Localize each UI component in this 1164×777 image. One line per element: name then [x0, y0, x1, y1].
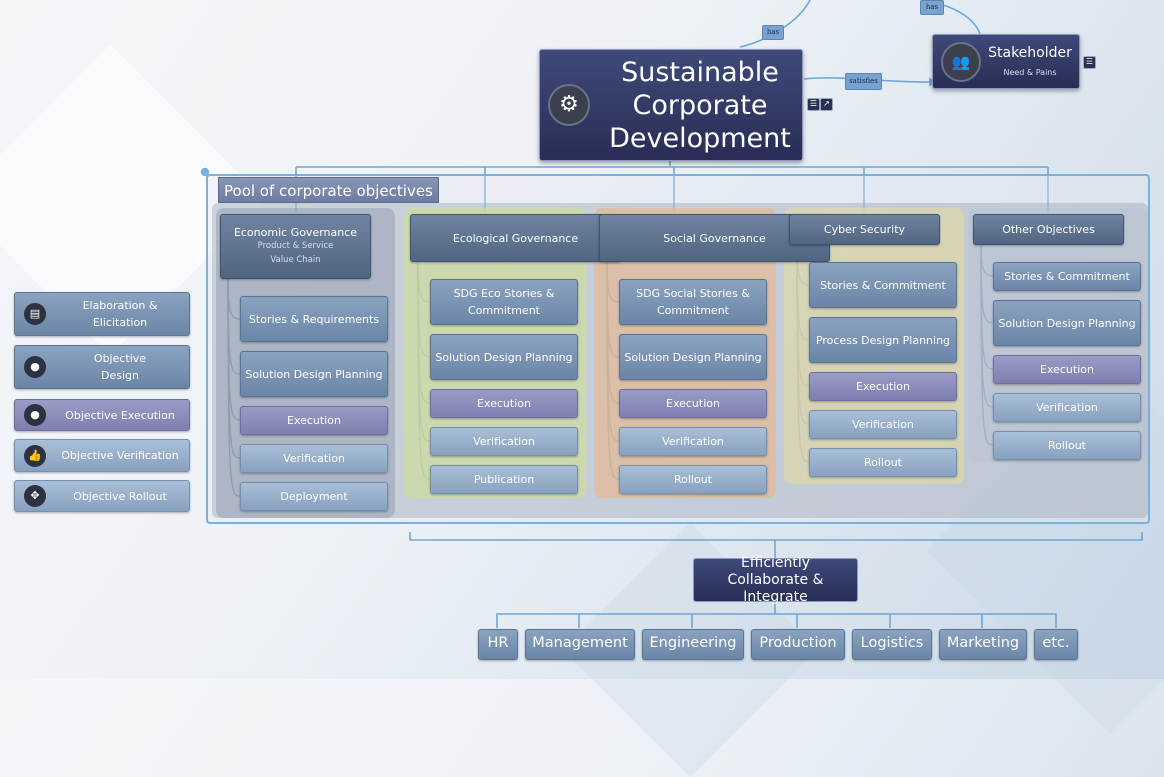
column-header-other[interactable]: Other Objectives [973, 214, 1124, 245]
central-topic-title: Sustainable Corporate Development [609, 57, 791, 154]
column-header-label: Social Governance [663, 231, 766, 245]
objective-node-rollout[interactable]: Deployment [240, 482, 388, 511]
column-header-label: Other Objectives [1002, 223, 1095, 236]
lightbulb-icon: ● [24, 356, 46, 378]
expand-icon: ✥ [24, 485, 46, 507]
legend-verification: 👍 Objective Verification [14, 439, 190, 472]
column-header-ecological[interactable]: Ecological Governance [410, 214, 621, 262]
objective-node-verification[interactable]: Verification [993, 393, 1141, 422]
objective-node-stories[interactable]: SDG Eco Stories & Commitment [430, 279, 578, 325]
department-logistics[interactable]: Logistics [852, 629, 932, 660]
column-header-label: Economic Governance [233, 226, 358, 239]
objective-node-verification[interactable]: Verification [619, 427, 767, 456]
department-engineering[interactable]: Engineering [642, 629, 744, 660]
objective-node-design[interactable]: Solution Design Planning [993, 300, 1141, 346]
relation-label: has [762, 25, 784, 40]
objective-node-stories[interactable]: Stories & Commitment [993, 262, 1141, 291]
collaborate-title: Efficiently Collaborate & Integrate [727, 554, 824, 605]
objective-node-verification[interactable]: Verification [809, 410, 957, 439]
objective-node-verification[interactable]: Verification [240, 444, 388, 473]
central-topic[interactable]: ⚙ Sustainable Corporate Development [539, 49, 803, 161]
relation-label: satisfies [845, 73, 882, 90]
note-icon[interactable]: ☰ [1083, 56, 1096, 69]
objective-node-execution[interactable]: Execution [240, 406, 388, 435]
objective-node-stories[interactable]: SDG Social Stories & Commitment [619, 279, 767, 325]
column-header-cyber[interactable]: Cyber Security [789, 214, 940, 245]
note-icon[interactable]: ☰ [807, 98, 820, 111]
lightbulb-icon: ● [24, 404, 46, 426]
objective-node-stories[interactable]: Stories & Requirements [240, 296, 388, 342]
gears-icon: ⚙ [548, 84, 590, 126]
column-header-label: Ecological Governance [452, 231, 579, 245]
thumbs-up-icon: 👍 [24, 444, 46, 467]
stakeholder-title: Stakeholder [988, 45, 1072, 61]
legend-execution: ● Objective Execution [14, 399, 190, 431]
stakeholder-topic[interactable]: 👥 Stakeholder Need & Pains [932, 34, 1080, 89]
department-production[interactable]: Production [751, 629, 845, 660]
objective-node-rollout[interactable]: Rollout [619, 465, 767, 494]
stakeholder-subtitle: Need & Pains [1003, 68, 1057, 77]
objective-node-execution[interactable]: Execution [619, 389, 767, 418]
legend-label: Objective Rollout [73, 489, 167, 503]
objective-node-rollout[interactable]: Rollout [993, 431, 1141, 460]
legend-label: Objective Execution [65, 408, 175, 422]
objective-node-design[interactable]: Process Design Planning [809, 317, 957, 363]
column-header-sub: Value Chain [270, 255, 321, 265]
column-header-sub: Product & Service [257, 241, 334, 251]
department-etc[interactable]: etc. [1034, 629, 1078, 660]
objective-node-execution[interactable]: Execution [430, 389, 578, 418]
column-header-economic[interactable]: Economic Governance Product & Service Va… [220, 214, 371, 279]
legend-label: Objective Design [93, 352, 147, 382]
column-header-label: Cyber Security [823, 223, 906, 236]
department-management[interactable]: Management [525, 629, 635, 660]
objective-node-design[interactable]: Solution Design Planning [240, 351, 388, 397]
relation-label: has [920, 0, 944, 15]
legend-rollout: ✥ Objective Rollout [14, 480, 190, 512]
objective-node-execution[interactable]: Execution [993, 355, 1141, 384]
department-marketing[interactable]: Marketing [939, 629, 1027, 660]
legend-label: Elaboration & Elicitation [82, 299, 158, 329]
objective-node-design[interactable]: Solution Design Planning [619, 334, 767, 380]
pool-title: Pool of corporate objectives [218, 177, 439, 203]
objective-node-design[interactable]: Solution Design Planning [430, 334, 578, 380]
objective-node-verification[interactable]: Verification [430, 427, 578, 456]
people-icon: 👥 [941, 42, 981, 82]
department-hr[interactable]: HR [478, 629, 518, 660]
legend-elaboration: ▤ Elaboration & Elicitation [14, 292, 190, 336]
legend-design: ● Objective Design [14, 345, 190, 389]
objective-node-execution[interactable]: Execution [809, 372, 957, 401]
legend-label: Objective Verification [61, 449, 179, 462]
objective-node-stories[interactable]: Stories & Commitment [809, 262, 957, 308]
objective-node-rollout[interactable]: Publication [430, 465, 578, 494]
link-icon[interactable]: ↗ [820, 98, 833, 111]
collaborate-topic[interactable]: Efficiently Collaborate & Integrate [693, 555, 858, 605]
objective-node-rollout[interactable]: Rollout [809, 448, 957, 477]
presentation-icon: ▤ [24, 303, 46, 325]
